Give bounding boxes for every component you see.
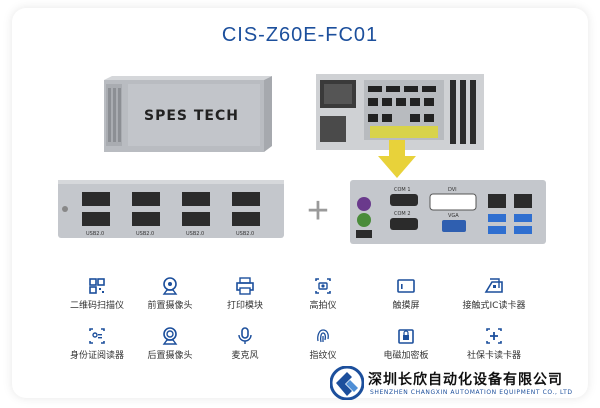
plus-sign: +: [306, 190, 330, 232]
usb-label-1: USB2.0: [86, 231, 104, 237]
fingerprint-icon: [317, 329, 329, 343]
peripheral-label: 二维码扫描仪: [69, 301, 124, 311]
peripheral-label: 指纹仪: [309, 351, 337, 361]
id-card-reader-icon: [89, 328, 105, 344]
io-label-com1: COM 1: [394, 187, 411, 193]
down-arrow-icon: [378, 140, 416, 178]
usb-label-4: USB2.0: [236, 231, 254, 237]
product-title: CIS-Z60E-FC01: [221, 24, 379, 46]
company-logo-icon: [330, 366, 364, 400]
io-panel: COM 1 DVI COM 2 VGA: [350, 180, 546, 244]
peripheral-label: 高拍仪: [309, 301, 337, 311]
usb-label-3: USB2.0: [186, 231, 204, 237]
qr-scanner-icon: [89, 278, 105, 294]
io-label-vga: VGA: [448, 213, 459, 219]
peripheral-item: 打印模块: [210, 276, 280, 311]
peripheral-item: 指纹仪: [288, 326, 358, 361]
peripheral-label: 身份证阅读器: [69, 351, 124, 361]
peripheral-item: 电磁加密板: [371, 326, 441, 361]
peripheral-label: 触摸屏: [392, 301, 420, 311]
peripheral-label: 后置摄像头: [147, 351, 193, 361]
usb-label-2: USB2.0: [136, 231, 154, 237]
company-name-en: SHENZHEN CHANGXIN AUTOMATION EQUIPMENT C…: [370, 389, 573, 396]
touchscreen-icon: [397, 279, 415, 293]
printer-icon: [236, 277, 254, 295]
peripheral-label: 打印模块: [226, 301, 263, 311]
peripheral-item: 二维码扫描仪: [62, 276, 132, 311]
peripheral-item: 麦克风: [210, 326, 280, 361]
peripheral-item: 社保卡读卡器: [459, 326, 529, 361]
chassis-front-image: SPES TECH: [104, 76, 272, 152]
contact-ic-reader-icon: [484, 278, 503, 293]
peripheral-label: 麦克风: [231, 351, 259, 361]
peripheral-item: 后置摄像头: [135, 326, 205, 361]
peripheral-item: 接触式IC读卡器: [459, 276, 529, 311]
peripheral-item: 触摸屏: [371, 276, 441, 311]
peripheral-label: 社保卡读卡器: [466, 351, 521, 361]
chassis-logo: SPES TECH: [144, 108, 239, 124]
front-camera-icon: [162, 277, 178, 295]
peripheral-item: 身份证阅读器: [62, 326, 132, 361]
encryption-pad-icon: [398, 329, 414, 344]
social-card-reader-icon: [486, 328, 502, 344]
company-name-cn: 深圳长欣自动化设备有限公司: [368, 372, 563, 388]
microphone-icon: [238, 327, 252, 344]
peripheral-label: 接触式IC读卡器: [462, 301, 526, 311]
peripheral-label: 前置摄像头: [147, 301, 193, 311]
chassis-rear-image: [316, 74, 484, 150]
io-label-dvi: DVI: [448, 187, 457, 193]
rear-camera-icon: [162, 327, 178, 345]
document-camera-icon: [315, 278, 331, 294]
peripheral-label: 电磁加密板: [383, 351, 429, 361]
usb-module-panel: USB2.0 USB2.0 USB2.0 USB2.0: [58, 180, 284, 238]
peripheral-item: 前置摄像头: [135, 276, 205, 311]
io-label-com2: COM 2: [394, 211, 411, 217]
peripheral-item: 高拍仪: [288, 276, 358, 311]
